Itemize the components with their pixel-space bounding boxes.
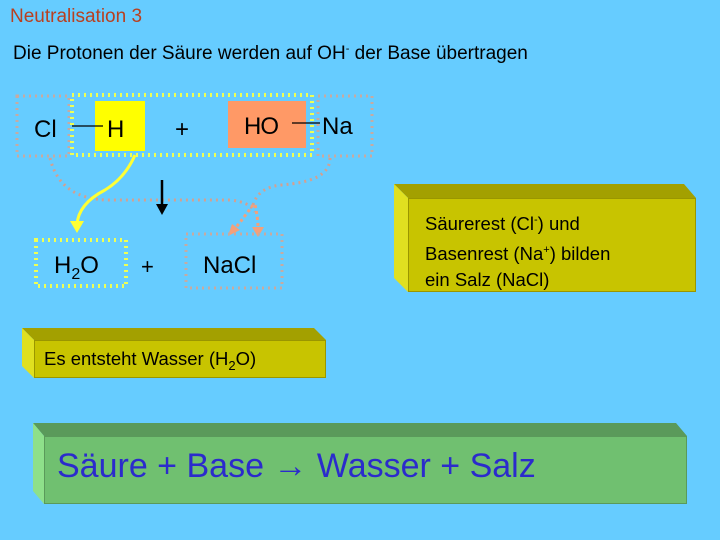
water-o: O (80, 252, 99, 279)
water-explanation-box: Es entsteht Wasser (H2O) (22, 328, 326, 378)
salt-line-1-a: Säurerest (Cl (425, 213, 534, 234)
box-front-face: Säurerest (Cl-) und Basenrest (Na+) bild… (408, 198, 696, 292)
water-text-b: O) (235, 348, 257, 369)
base-remainder-connector (251, 157, 332, 206)
water-text-a: Es entsteht Wasser (H (44, 348, 229, 369)
salt-line-2-a: Basenrest (Na (425, 243, 544, 264)
salt-explanation-text: Säurerest (Cl-) und Basenrest (Na+) bild… (425, 207, 610, 293)
plus-sign-products: + (141, 254, 154, 279)
summary-equation: Säure + Base → Wasser + Salz (57, 447, 536, 486)
proton-highlight (95, 101, 145, 151)
water-product-label: H2O (54, 252, 99, 283)
subtitle-superscript: - (345, 43, 350, 55)
reaction-arrowhead (156, 204, 168, 215)
box-top-face (394, 184, 696, 198)
acid-remainder-connector (48, 157, 257, 213)
salt-explanation-box: Säurerest (Cl-) und Basenrest (Na+) bild… (394, 184, 696, 292)
chloride-charge: - (533, 214, 538, 226)
water-explanation-text: Es entsteht Wasser (H2O) (44, 348, 256, 373)
salt-line-2: Basenrest (Na+) bilden (425, 237, 610, 267)
salt-product-box (184, 232, 284, 290)
sodium-charge: + (543, 244, 550, 256)
chloride-arrow (232, 204, 255, 231)
box-left-face (33, 423, 44, 504)
sodium-label: Na (322, 113, 353, 140)
chlorine-label: Cl (34, 116, 57, 143)
salt-line-1: Säurerest (Cl-) und (425, 207, 610, 237)
acid-outer-box (15, 94, 71, 158)
box-top-face (22, 328, 326, 340)
box-top-face (33, 423, 687, 436)
hydroxide-label: HO (244, 113, 278, 140)
proton-transfer-arrow (75, 154, 137, 226)
box-left-face (22, 328, 34, 378)
sodium-arrow (253, 204, 260, 229)
summary-reactants: Säure + Base (57, 447, 274, 485)
summary-products: Wasser + Salz (307, 447, 536, 485)
hydroxide-highlight (228, 101, 306, 148)
slide-subtitle: Die Protonen der Säure werden auf OH- de… (13, 43, 528, 65)
water-h: H (54, 252, 71, 279)
proton-transfer-arrowhead (70, 221, 84, 233)
plus-sign-reactants: + (175, 116, 189, 143)
water-text-subscript: 2 (228, 358, 236, 373)
base-outer-box (316, 94, 374, 158)
subtitle-main: Die Protonen der Säure werden auf OH (13, 43, 346, 64)
salt-line-3: ein Salz (NaCl) (425, 269, 550, 290)
box-front-face: Es entsteht Wasser (H2O) (34, 340, 326, 378)
water-subscript: 2 (71, 266, 80, 283)
summary-box: Säure + Base → Wasser + Salz (33, 423, 687, 504)
slide-title: Neutralisation 3 (10, 6, 143, 27)
salt-line-1-b: ) und (537, 213, 580, 234)
box-left-face (394, 184, 408, 292)
right-arrow-icon: → (273, 447, 308, 485)
box-front-face: Säure + Base → Wasser + Salz (44, 436, 687, 504)
sodium-arrowhead (252, 227, 264, 237)
salt-line-2-b: ) bilden (549, 243, 611, 264)
subtitle-end: der Base übertragen (349, 43, 528, 64)
water-product-box (34, 238, 128, 288)
salt-product-label: NaCl (203, 252, 256, 279)
hydrogen-label: H (107, 116, 124, 143)
water-forming-box (70, 93, 314, 157)
chloride-arrowhead (228, 224, 240, 236)
